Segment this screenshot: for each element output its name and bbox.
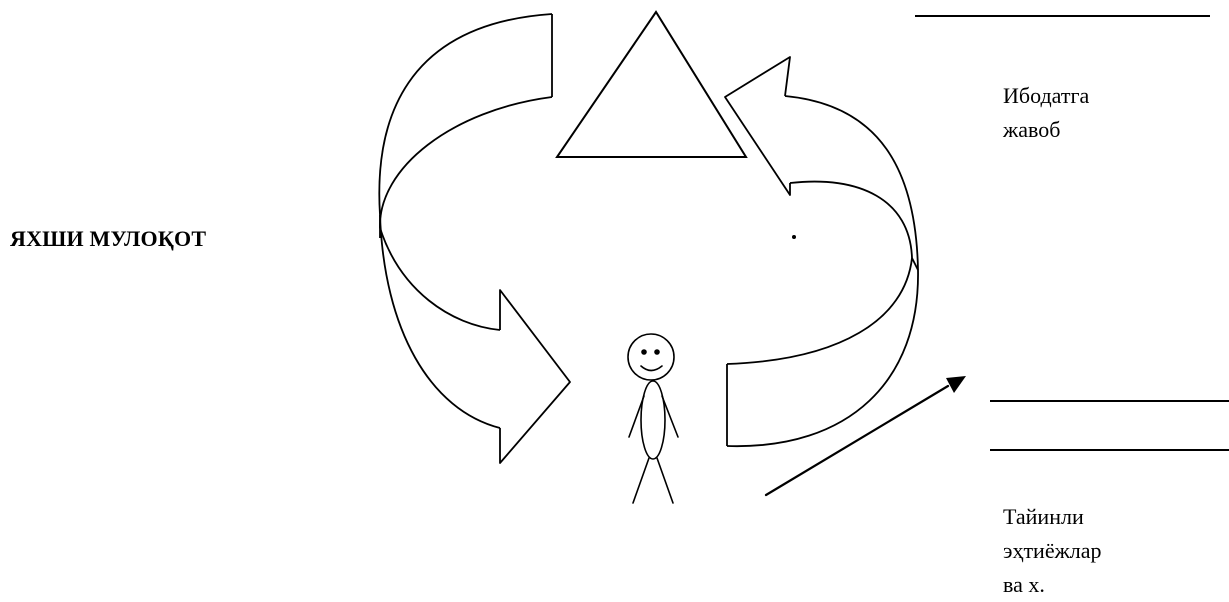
stick-figure-icon [628,334,678,503]
diagram-title: ЯХШИ МУЛОҚОТ [10,226,206,252]
divider-line-middle [990,400,1229,402]
divider-line-lower [990,449,1229,451]
triangle-icon [557,12,746,157]
note-line: эҳтиёжлар [1003,534,1102,568]
note-line: Тайинли [1003,500,1102,534]
curved-arrow-down-icon [379,14,570,463]
note-line: жавоб [1003,113,1089,147]
curved-arrow-up-icon [725,57,918,446]
note-prayer-answer: Ибодатга жавоб [1003,79,1089,147]
dot-mark [792,235,796,239]
divider-line-top [915,15,1210,17]
note-line: Ибодатга [1003,79,1089,113]
diagonal-arrow-icon [766,376,966,495]
note-line: ва х. [1003,568,1102,602]
